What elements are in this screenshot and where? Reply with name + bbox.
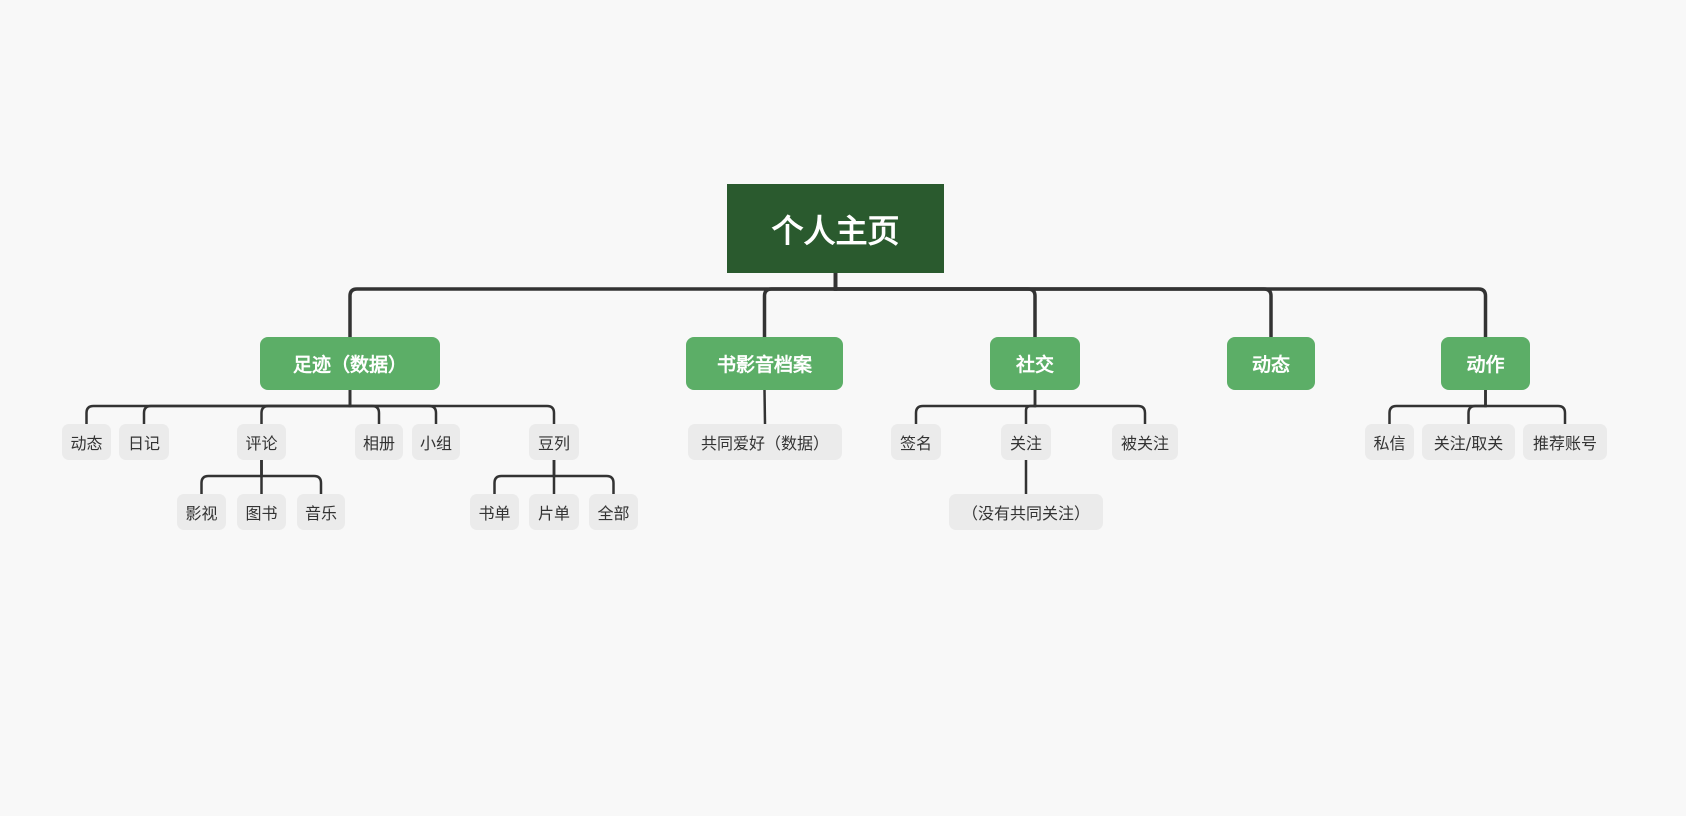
connector-line: [552, 460, 615, 494]
connector-line: [833, 273, 1488, 337]
connector-line: [348, 390, 438, 424]
connector-line: [763, 389, 767, 425]
subtopic-reviews[interactable]: 评论: [237, 424, 286, 460]
connector-line: [1388, 390, 1487, 424]
root-topic[interactable]: 个人主页: [727, 184, 944, 273]
subtopic-group[interactable]: 小组: [412, 424, 460, 460]
connector-line: [85, 390, 352, 424]
subtopic-no-common-follow[interactable]: （没有共同关注）: [949, 494, 1103, 530]
subtopic-film[interactable]: 影视: [177, 494, 226, 530]
subtopic-filmlist[interactable]: 片单: [529, 494, 579, 530]
connector-line: [1024, 390, 1037, 424]
subtopic-books[interactable]: 图书: [237, 494, 286, 530]
connector-line: [260, 390, 352, 424]
subtopic-music[interactable]: 音乐: [297, 494, 345, 530]
topic-actions[interactable]: 动作: [1441, 337, 1530, 390]
subtopic-message[interactable]: 私信: [1365, 424, 1414, 460]
connector-line: [200, 460, 263, 494]
topic-social[interactable]: 社交: [990, 337, 1080, 390]
connector-line: [348, 273, 838, 337]
subtopic-feed[interactable]: 动态: [62, 424, 111, 460]
subtopic-common-interests[interactable]: 共同爱好（数据）: [688, 424, 842, 460]
connector-line: [762, 273, 838, 337]
subtopic-doulist[interactable]: 豆列: [529, 424, 579, 460]
connector-line: [833, 273, 1037, 337]
subtopic-followers[interactable]: 被关注: [1112, 424, 1178, 460]
subtopic-follow-toggle[interactable]: 关注/取关: [1422, 424, 1515, 460]
subtopic-booklist[interactable]: 书单: [470, 494, 519, 530]
topic-footprint[interactable]: 足迹（数据）: [260, 337, 440, 390]
subtopic-signature[interactable]: 签名: [891, 424, 941, 460]
connector-line: [348, 390, 381, 424]
connector-line: [348, 390, 556, 424]
topic-archive[interactable]: 书影音档案: [686, 337, 843, 390]
connector-line: [1484, 390, 1567, 424]
connector-line: [1467, 390, 1487, 424]
connector-line: [1033, 390, 1147, 424]
topic-feed[interactable]: 动态: [1227, 337, 1315, 390]
subtopic-album[interactable]: 相册: [355, 424, 403, 460]
subtopic-all[interactable]: 全部: [589, 494, 638, 530]
subtopic-recommend[interactable]: 推荐账号: [1523, 424, 1607, 460]
connector-line: [914, 390, 1037, 424]
subtopic-following[interactable]: 关注: [1001, 424, 1051, 460]
connector-line: [493, 460, 556, 494]
connector-line: [833, 273, 1273, 337]
connector-line: [260, 460, 323, 494]
connector-line: [142, 390, 352, 424]
subtopic-diary[interactable]: 日记: [119, 424, 169, 460]
